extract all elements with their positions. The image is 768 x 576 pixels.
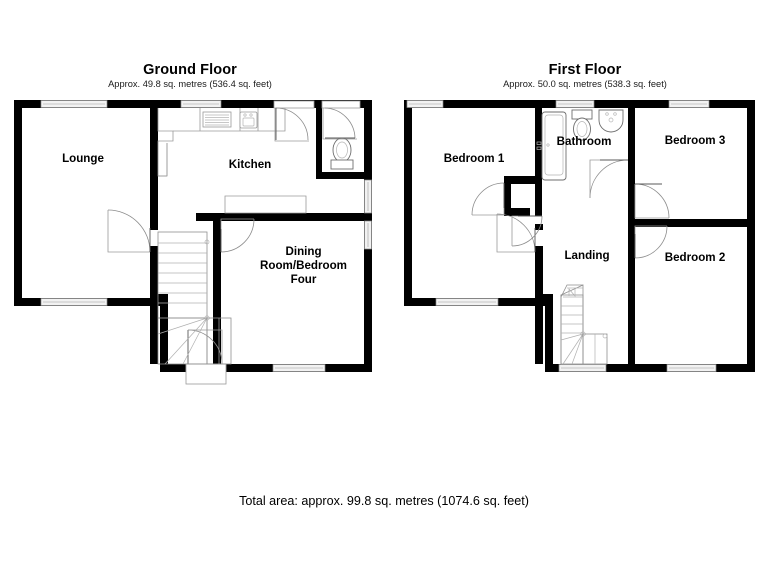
staircase-up	[157, 231, 232, 365]
door-lounge	[107, 209, 158, 253]
window-lounge-top	[40, 100, 108, 108]
window-bedroom2-bottom	[666, 364, 717, 372]
window-bedroom1-bottom	[435, 298, 499, 306]
room-label-bedroom-2: Bedroom 2	[664, 251, 726, 264]
window-dining-right	[364, 220, 372, 250]
door-bedroom-3	[628, 183, 670, 219]
ground-floor-title: Ground Floor	[143, 62, 237, 78]
bath-tub	[536, 111, 567, 181]
room-label-dining-room-bedroom-four: Dining Room/Bedroom Four	[260, 245, 347, 286]
door-wc	[321, 100, 361, 140]
door-kitchen-external	[273, 100, 315, 142]
first-floor-subtitle: Approx. 50.0 sq. metres (538.3 sq. feet)	[503, 79, 667, 89]
window-dining-bottom	[272, 364, 326, 372]
kitchen-hob	[202, 111, 232, 128]
ground-floor-subtitle: Approx. 49.8 sq. metres (536.4 sq. feet)	[108, 79, 272, 89]
window-landing-bottom	[558, 364, 607, 372]
wash-basin	[598, 109, 624, 133]
door-airing-cupboard-right	[511, 215, 543, 247]
door-dining	[213, 218, 255, 260]
room-label-bedroom-1: Bedroom 1	[443, 152, 505, 165]
room-label-lounge: Lounge	[62, 152, 104, 165]
toilet	[571, 109, 593, 141]
staircase-down	[560, 284, 608, 365]
wc-toilet	[330, 137, 354, 170]
window-kitchen-top	[180, 100, 222, 108]
window-lounge-bottom	[40, 298, 108, 306]
door-airing-cupboard-left	[471, 182, 505, 216]
room-label-bathroom: Bathroom	[556, 135, 612, 148]
kitchen-counter	[157, 108, 286, 177]
first-floor-title: First Floor	[548, 62, 622, 78]
room-label-bedroom-3: Bedroom 3	[664, 134, 726, 147]
kitchen-cupboard-outline	[224, 195, 307, 214]
door-bedroom-2	[628, 225, 668, 266]
door-bedroom-1	[496, 213, 543, 253]
door-bathroom	[589, 159, 635, 199]
total-area-text: Total area: approx. 99.8 sq. metres (107…	[239, 494, 529, 508]
window-bedroom3-top	[668, 100, 710, 108]
window-kitchen-right	[364, 179, 372, 214]
room-label-landing: Landing	[564, 249, 610, 262]
kitchen-sink	[239, 111, 258, 129]
window-bedroom1-top	[406, 100, 444, 108]
room-label-kitchen: Kitchen	[228, 158, 272, 171]
window-bathroom-top	[555, 100, 595, 108]
